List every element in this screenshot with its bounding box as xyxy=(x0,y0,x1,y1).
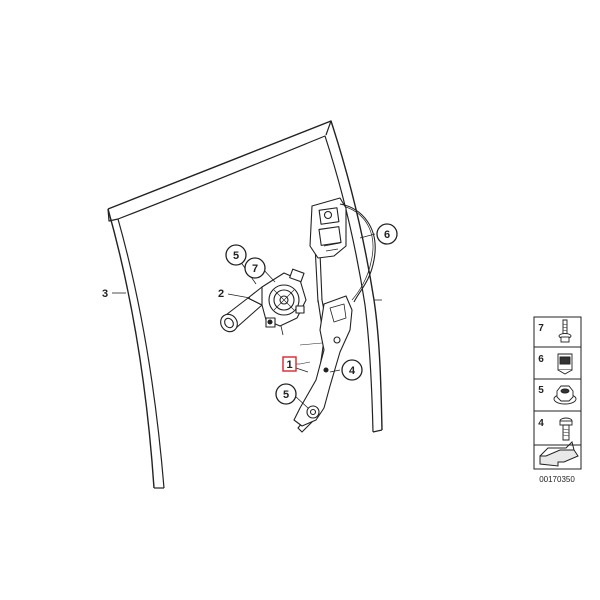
callout-3: 3 xyxy=(102,288,108,300)
callout-1-regulator-highlight: 1 xyxy=(282,356,297,372)
screw-icon xyxy=(558,319,572,343)
window-motor-part xyxy=(220,268,307,336)
svg-text:4: 4 xyxy=(349,365,356,377)
legend-item-5: 5 xyxy=(538,385,577,405)
clip-nut-icon xyxy=(557,353,573,375)
svg-text:5: 5 xyxy=(283,389,289,401)
svg-text:4: 4 xyxy=(538,418,544,429)
callout-6-cable: 6 xyxy=(376,223,398,245)
hex-nut-icon xyxy=(553,385,577,405)
svg-text:7: 7 xyxy=(538,323,544,334)
door-frame-seal-part xyxy=(107,120,383,489)
svg-text:7: 7 xyxy=(252,263,258,275)
legend-item-4: 4 xyxy=(538,417,573,441)
window-regulator-part xyxy=(290,197,376,433)
callout-7-motor: 7 xyxy=(244,257,266,279)
callout-5-motor: 5 xyxy=(225,244,247,266)
svg-text:6: 6 xyxy=(384,229,390,241)
svg-text:6: 6 xyxy=(538,354,544,365)
callout-5-regulator: 5 xyxy=(275,383,297,405)
arrow-icon xyxy=(539,441,579,467)
legend-item-6: 6 xyxy=(538,353,573,375)
svg-text:5: 5 xyxy=(233,250,239,262)
bolt-icon xyxy=(559,417,573,441)
callout-2: 2 xyxy=(218,288,224,300)
svg-text:1: 1 xyxy=(286,359,292,371)
document-number: 00170350 xyxy=(539,475,575,484)
callout-4-bracket: 4 xyxy=(341,359,363,381)
svg-text:5: 5 xyxy=(538,385,544,396)
legend-item-7: 7 xyxy=(538,319,572,343)
small-parts-legend: 7 6 5 xyxy=(533,316,582,470)
